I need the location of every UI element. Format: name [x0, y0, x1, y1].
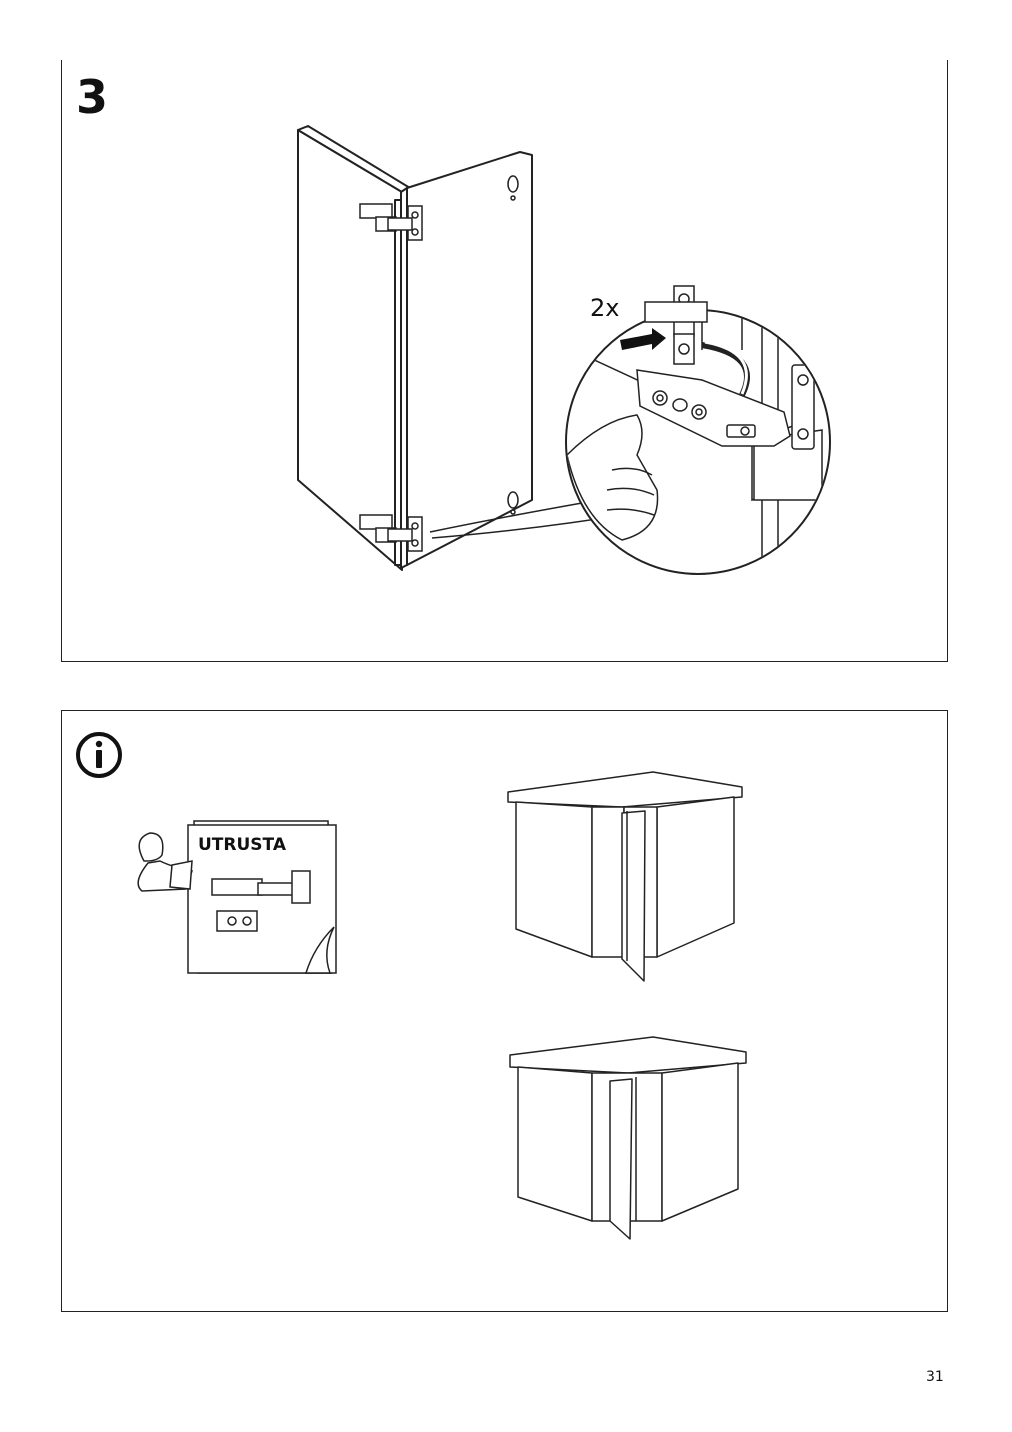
step-panel: 3: [61, 60, 948, 662]
utrusta-manual: [137, 820, 337, 974]
info-panel: UTRUSTA: [61, 710, 948, 1312]
page-number: 31: [926, 1369, 944, 1385]
step-number: 3: [76, 70, 109, 124]
door-hinge-illustration: 2x: [297, 125, 831, 575]
manual-title: UTRUSTA: [198, 835, 287, 855]
info-illustration: UTRUSTA: [137, 771, 747, 1240]
corner-cabinet-top: [507, 771, 743, 982]
corner-cabinet-bottom: [509, 1036, 747, 1240]
info-icon: [76, 732, 122, 778]
quantity-label: 2x: [590, 294, 619, 322]
